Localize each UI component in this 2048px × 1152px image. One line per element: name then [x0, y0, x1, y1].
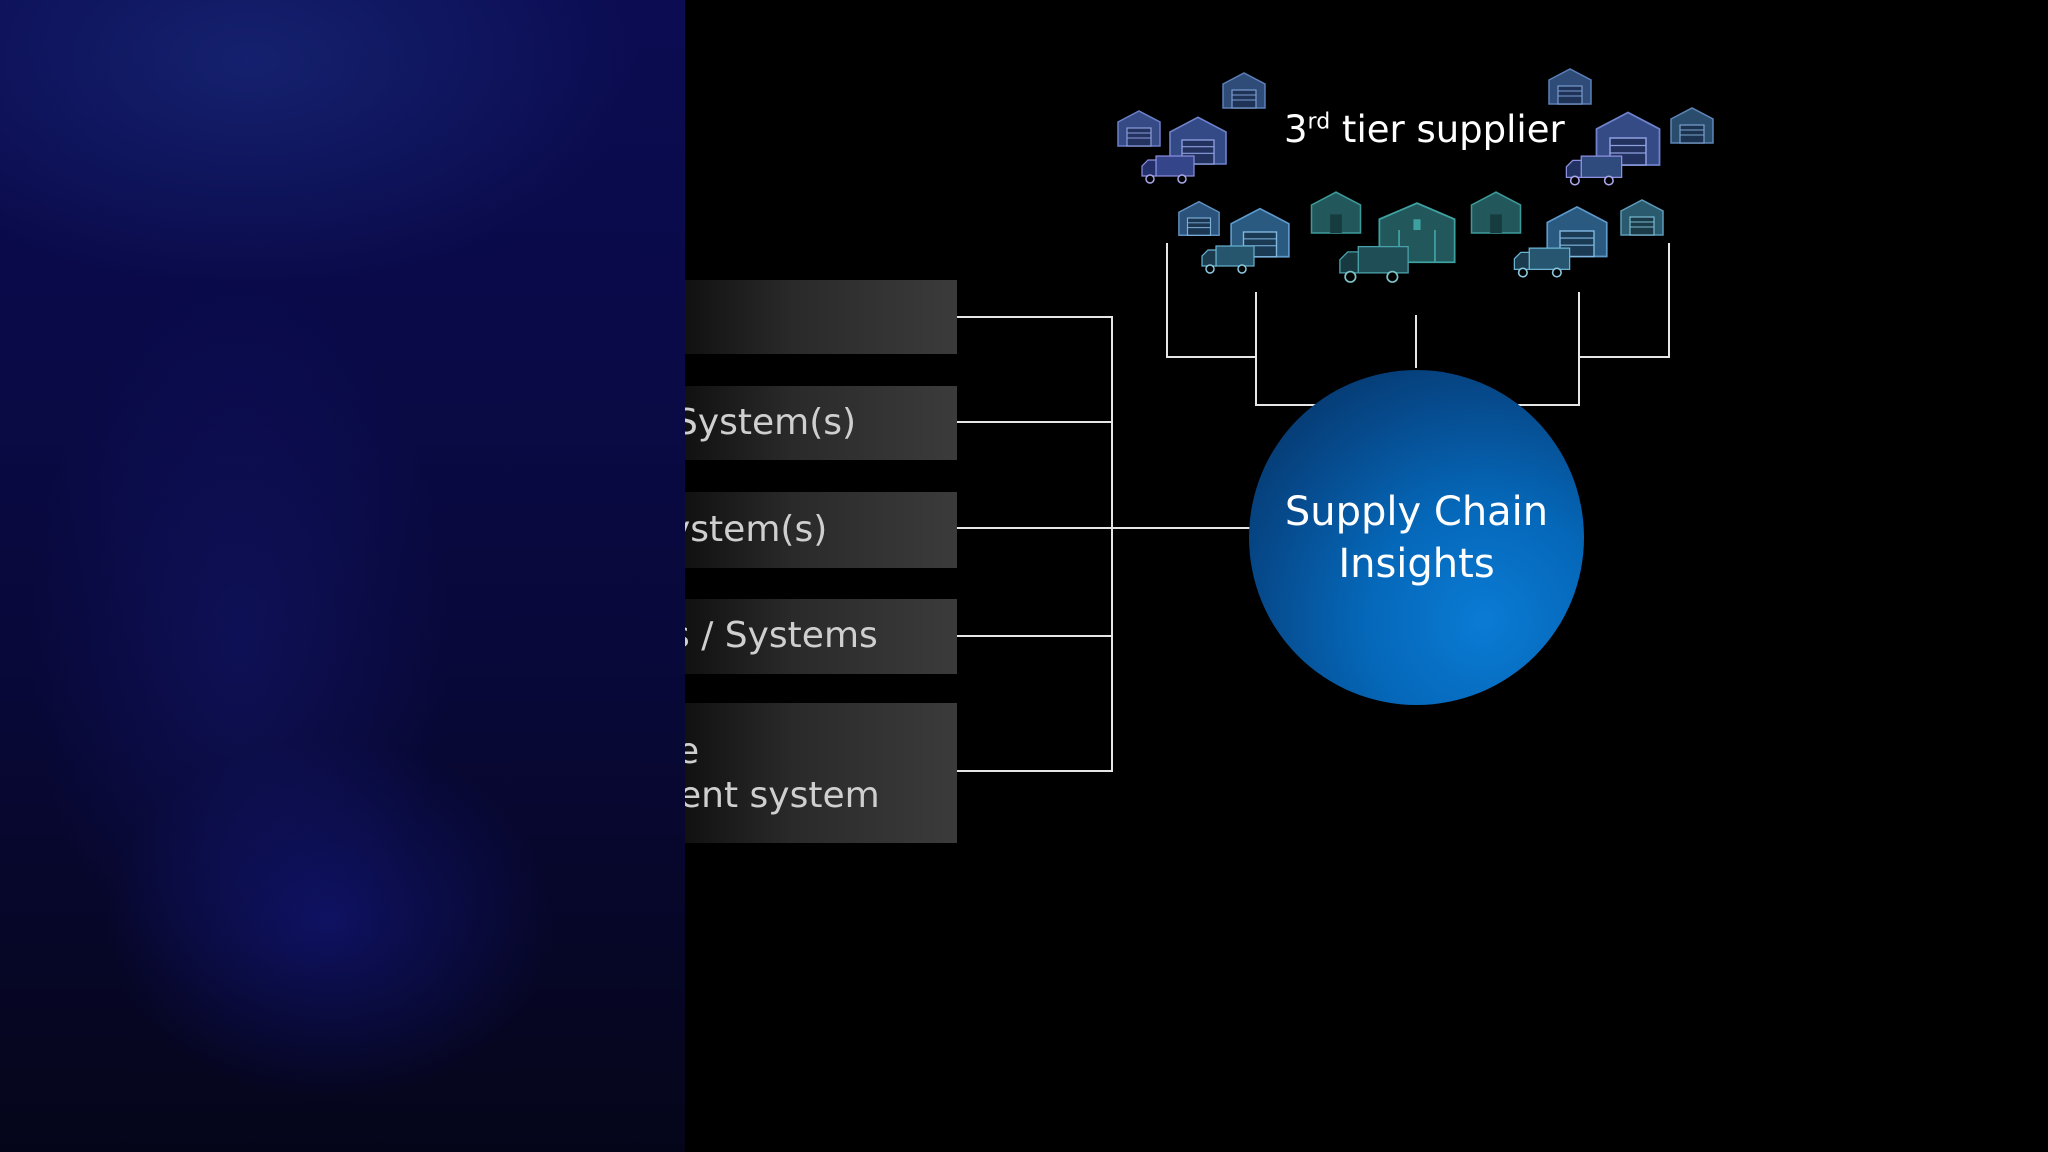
connector-supplier-left-outer	[1166, 243, 1257, 358]
source-bar-2-label: System(s)	[685, 402, 857, 443]
warehouse-icon	[1620, 199, 1664, 236]
warehouse-icon	[1546, 205, 1608, 258]
hub-line2: Insights	[1338, 540, 1495, 587]
warehouse-icon	[1178, 200, 1220, 236]
source-bar-5-label-line2: ent system	[685, 775, 880, 816]
supplier-tier-title: 3rd tier supplier	[1284, 108, 1565, 151]
source-bar-4: s / Systems	[685, 599, 957, 674]
source-bar-5: e ent system	[685, 703, 957, 843]
warehouse-icon	[1117, 110, 1161, 147]
tier-suffix: rd	[1307, 109, 1331, 135]
truck-icon	[1339, 245, 1409, 283]
connector-supplier-left-inner	[1255, 357, 1316, 406]
source-bar-5-label-line1: e	[685, 731, 700, 772]
connector-supplier-right-outer	[1578, 243, 1670, 358]
source-bar-2: System(s)	[685, 386, 957, 460]
warehouse-icon	[1222, 72, 1266, 109]
source-bar-3: ystem(s)	[685, 492, 957, 568]
truck-icon	[1565, 155, 1623, 186]
source-bar-1	[685, 280, 957, 354]
truck-icon	[1201, 245, 1255, 274]
connector-supplier-right-inner	[1518, 357, 1580, 406]
truck-icon	[1141, 155, 1195, 184]
truck-icon	[1513, 247, 1571, 278]
warehouse-icon	[1670, 107, 1714, 144]
warehouse-icon	[1548, 68, 1592, 105]
source-bar-4-label: s / Systems	[685, 615, 878, 656]
warehouse-icon	[1595, 111, 1661, 166]
left-gradient-panel	[0, 0, 685, 1152]
tier-rest: tier supplier	[1330, 108, 1565, 151]
hub-line1: Supply Chain	[1284, 488, 1549, 535]
warehouse-icon	[1470, 191, 1522, 234]
warehouse-icon	[1310, 191, 1362, 234]
supply-chain-insights-hub[interactable]: Supply Chain Insights	[1249, 370, 1584, 705]
source-bar-3-label: ystem(s)	[685, 509, 828, 550]
left-connector-bracket	[957, 316, 1113, 772]
tier-number: 3	[1284, 108, 1308, 151]
